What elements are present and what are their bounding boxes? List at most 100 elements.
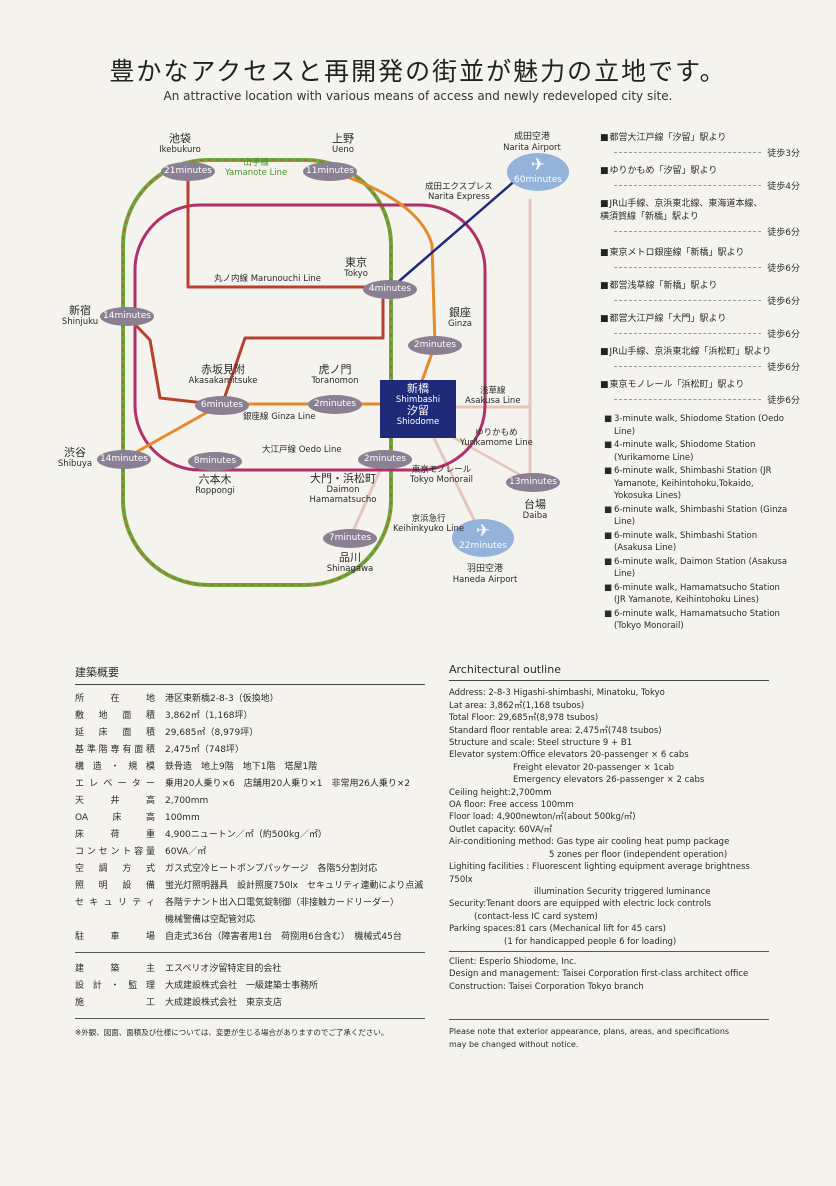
spec-line: Lat area: 3,862㎡(1,168 tsubos)	[449, 700, 585, 711]
spec-en: Architectural outline Address: 2-8-3 Hig…	[449, 663, 769, 1051]
spec-line: (contact-less IC card system)	[474, 911, 598, 922]
station-time-akasakamitsuke: 6minutes	[195, 396, 249, 415]
hub-name-en: Shiodome	[396, 417, 440, 427]
access-time: 徒歩6分	[767, 396, 800, 406]
spec-key: 照明設備	[75, 881, 155, 891]
spec-row: セキュリティ各階テナント出入口電気錠制御（非接触カードリーダー）	[75, 895, 425, 912]
line-name-ja: ゆりかもめ	[475, 428, 518, 438]
station-name-ja: 赤坂見附	[201, 363, 245, 376]
station-name-ja: 成田空港	[513, 132, 550, 142]
hub-name-en: Shimbashi	[395, 395, 441, 405]
spec-value: 機械警備は空配管対応	[165, 915, 256, 925]
spec-key: 施工	[75, 998, 155, 1008]
airplane-icon: ✈	[530, 155, 546, 175]
station-name-en: Ikebukuro	[159, 145, 201, 155]
station-name-ja: 台場	[524, 498, 546, 511]
spec-value: エスペリオ汐留特定目的会社	[165, 964, 282, 974]
spec-value: 港区東新橋2-8-3（仮換地）	[165, 694, 279, 704]
line-yurikamome	[438, 428, 535, 484]
access-item-en: 4-minute walk, Shiodome Station (Yurikam…	[604, 439, 794, 464]
station-time-ikebukuro: 21minutes	[161, 162, 215, 181]
station-time: 22minutes	[459, 541, 507, 551]
station-name-ja: 新宿	[69, 304, 91, 317]
station-time-shinjuku: 14minutes	[100, 307, 154, 326]
access-item-en: 6-minute walk, Shimbashi Station (Asakus…	[604, 530, 794, 555]
spec-key: 建築主	[75, 964, 155, 974]
divider	[449, 1019, 769, 1021]
station-time: 60minutes	[514, 175, 562, 185]
spec-key: 延床面積	[75, 728, 155, 738]
spec-ja-note: ※外観、図面、面積及び仕様については、変更が生じる場合がありますのでご了承くださ…	[75, 1028, 389, 1037]
spec-line: Address: 2-8-3 Higashi-shimbashi, Minato…	[449, 688, 665, 699]
spec-value: 大成建設株式会社 一級建築士事務所	[165, 981, 319, 991]
spec-line: OA floor: Free access 100mm	[449, 800, 574, 811]
spec-key: 設計・監理	[75, 981, 155, 991]
station-time-toranomon: 2minutes	[308, 395, 362, 414]
station-name-en: Shinagawa	[326, 564, 374, 574]
access-time: 徒歩6分	[767, 264, 800, 274]
airport-narita: ✈60minutes	[507, 153, 569, 191]
station-name-en: Daimon	[326, 485, 360, 495]
line-marunouchi	[125, 169, 392, 407]
station-name-ja: 東京	[345, 256, 367, 269]
spec-line: Outlet capacity: 60VA/㎡	[449, 824, 553, 835]
line-oedo	[133, 203, 487, 472]
spec-key: 駐車場	[75, 932, 155, 942]
page-title: 豊かなアクセスと再開発の街並が魅力の立地です。	[109, 57, 727, 86]
line-name-ja: 東京モノレール	[411, 465, 472, 475]
spec-line: Security:Tenant doors are equipped with …	[449, 899, 712, 910]
station-name-ja: 池袋	[169, 132, 191, 145]
spec-value: 2,700mm	[165, 796, 209, 806]
line-name-en: Asakusa Line	[465, 396, 521, 406]
access-time: 徒歩6分	[767, 363, 800, 373]
line-name-en: Yurikamome Line	[460, 438, 533, 448]
hub-name-ja: 新橋	[407, 382, 429, 395]
spec-key: 敷地面積	[75, 711, 155, 721]
line-name-ja: 山手線	[243, 158, 269, 168]
spec-row: 空調方式ガス式空冷ヒートポンプパッケージ 各階5分割対応	[75, 861, 425, 878]
spec-line: 5 zones per floor (independent operation…	[549, 849, 728, 860]
line-yamanote-stripe	[122, 159, 392, 586]
station-name-en: Narita Airport	[503, 143, 561, 153]
access-item-en: 6-minute walk, Hamamatsucho Station (JR …	[604, 582, 794, 607]
spec-line: Emergency elevators 26-passenger × 2 cab…	[513, 775, 705, 786]
spec-line: Design and management: Taisei Corporatio…	[449, 969, 749, 980]
station-name-en: Roppongi	[195, 486, 235, 496]
station-name-en: Shinjuku	[61, 317, 99, 327]
spec-key	[75, 912, 155, 929]
spec-line: (1 for handicapped people 6 for loading)	[504, 936, 677, 947]
station-name-en: Ginza	[447, 319, 472, 329]
spec-line: Total Floor: 29,685㎡(8,978 tsubos)	[449, 713, 599, 724]
access-route: JR山手線、京浜東北線、東海道本線、横須賀線「新橋」駅より	[600, 196, 770, 222]
station-name-ja: 品川	[339, 551, 361, 564]
spec-line: Standard floor rentable area: 2,475㎡(748…	[449, 725, 662, 736]
page-subtitle: An attractive location with various mean…	[163, 89, 673, 103]
route-map-lines	[121, 158, 535, 587]
station-name-ja: 銀座	[449, 306, 471, 319]
spec-key: 構造・規模	[75, 762, 155, 772]
spec-key: 空調方式	[75, 864, 155, 874]
spec-key: 床荷重	[75, 830, 155, 840]
hub-name-ja: 汐留	[407, 404, 429, 417]
station-time-daiba: 13minutes	[506, 473, 560, 492]
divider	[75, 952, 425, 953]
access-time: 徒歩6分	[767, 330, 800, 340]
station-time-shinagawa: 7minutes	[323, 529, 377, 548]
spec-key: コンセント容量	[75, 847, 155, 857]
